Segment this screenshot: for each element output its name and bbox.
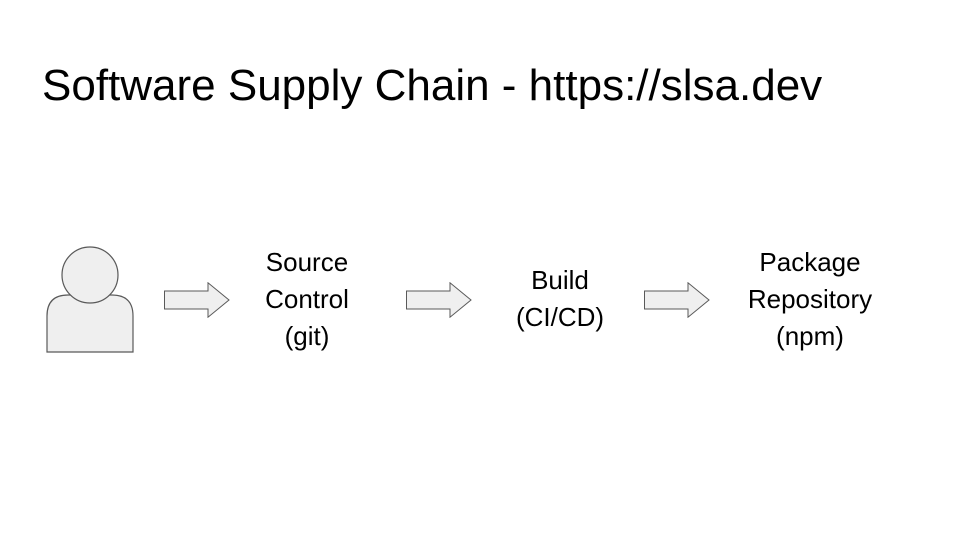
stage-package-repository: Package Repository (npm) bbox=[720, 244, 900, 355]
arrow-right-icon bbox=[406, 282, 472, 318]
stage-label-line: Build bbox=[531, 265, 589, 295]
person-body-shape bbox=[46, 294, 134, 353]
person-head-shape bbox=[61, 246, 119, 304]
stage-label-line: Package bbox=[759, 247, 861, 277]
person-icon bbox=[46, 246, 134, 353]
stage-build: Build (CI/CD) bbox=[490, 262, 630, 336]
stage-label-line: (CI/CD) bbox=[515, 302, 605, 332]
arrow-right-icon bbox=[644, 282, 710, 318]
stage-label-line: (git) bbox=[284, 321, 330, 351]
stage-label-line: (npm) bbox=[776, 321, 844, 351]
stage-label-line: Source bbox=[265, 247, 349, 277]
stage-label-line: Repository bbox=[747, 284, 873, 314]
stage-source-control: Source Control (git) bbox=[237, 244, 377, 355]
slide-title: Software Supply Chain - https://slsa.dev bbox=[42, 61, 823, 110]
arrow-right-icon bbox=[164, 282, 230, 318]
stage-label-line: Control bbox=[265, 284, 349, 314]
